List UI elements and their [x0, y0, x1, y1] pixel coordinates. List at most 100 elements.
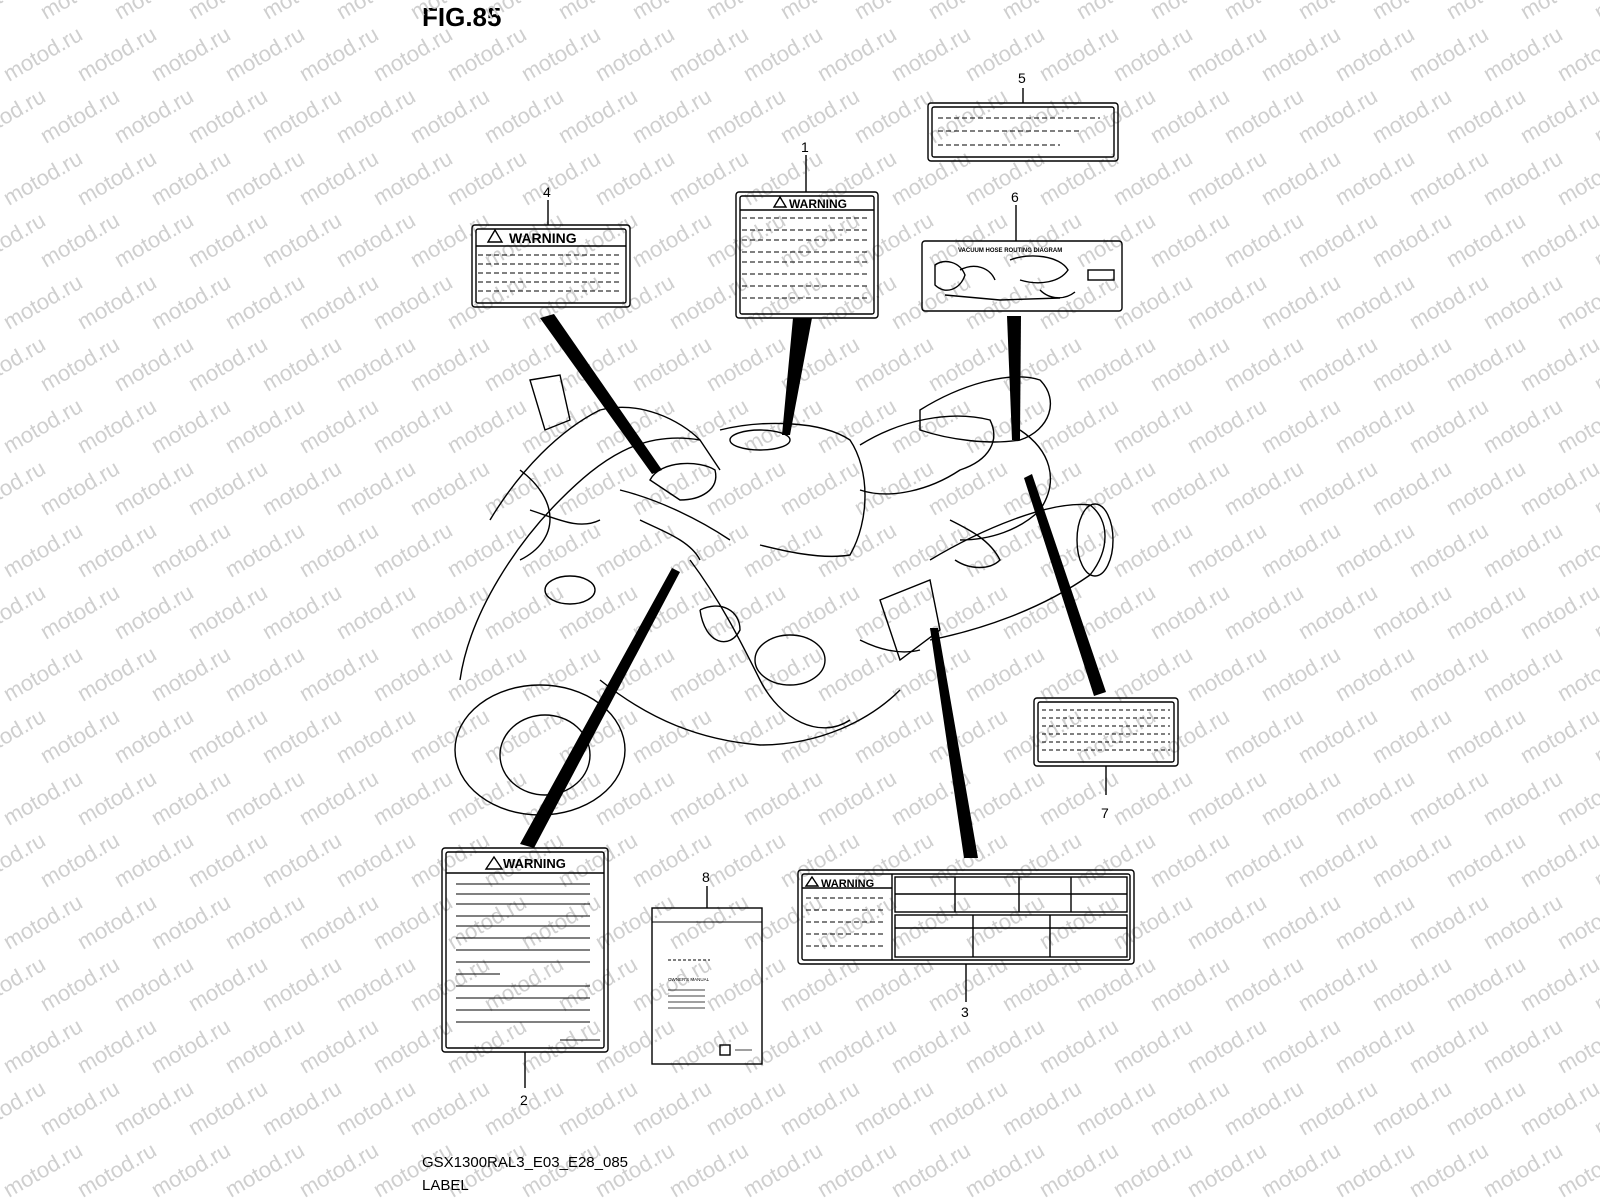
label-2-warning [441, 847, 609, 1088]
watermark-text: motod.ru [1294, 1075, 1382, 1140]
watermark-text: motod.ru [147, 393, 235, 458]
pointer-3 [930, 628, 978, 858]
watermark-text: motod.ru [887, 21, 975, 86]
watermark-text: motod.ru [406, 455, 494, 520]
watermark-text: motod.ru [443, 145, 531, 210]
watermark-text: motod.ru [1516, 827, 1600, 892]
watermark-text: motod.ru [1590, 0, 1600, 24]
watermark-text: motod.ru [887, 269, 975, 334]
watermark-text: motod.ru [850, 83, 938, 148]
watermark-text: motod.ru [591, 765, 679, 830]
watermark-text: motod.ru [73, 1137, 161, 1200]
watermark-text: motod.ru [1405, 765, 1493, 830]
watermark-text: motod.ru [406, 207, 494, 272]
watermark-text: motod.ru [1146, 331, 1234, 396]
watermark-text: motod.ru [258, 951, 346, 1016]
watermark-text: motod.ru [295, 145, 383, 210]
watermark-text: motod.ru [36, 951, 124, 1016]
watermark-text: motod.ru [1109, 1137, 1197, 1200]
watermark-text: motod.ru [1405, 517, 1493, 582]
watermark-text: motod.ru [1479, 641, 1567, 706]
watermark-text: motod.ru [1109, 145, 1197, 210]
watermark-text: motod.ru [813, 1137, 901, 1200]
watermark-text: motod.ru [813, 641, 901, 706]
watermark-text: motod.ru [1442, 83, 1530, 148]
watermark-text: motod.ru [184, 1075, 272, 1140]
watermark-text: motod.ru [221, 889, 309, 954]
watermark-text: motod.ru [1035, 641, 1123, 706]
watermark-text: motod.ru [295, 393, 383, 458]
watermark-text: motod.ru [332, 827, 420, 892]
watermark-text: motod.ru [1294, 827, 1382, 892]
label-3-warning-table [797, 869, 1135, 1002]
watermark-text: motod.ru [369, 269, 457, 334]
watermark-text: motod.ru [1183, 889, 1271, 954]
watermark-text: motod.ru [1257, 269, 1345, 334]
watermark-text: motod.ru [1146, 827, 1234, 892]
watermark-text: motod.ru [554, 951, 642, 1016]
watermark-text: motod.ru [1146, 207, 1234, 272]
watermark-text: motod.ru [1294, 703, 1382, 768]
pointer-6 [1007, 316, 1021, 440]
label-1-warning-text: WARNING [789, 197, 847, 211]
watermark-text: motod.ru [1405, 889, 1493, 954]
watermark-text: motod.ru [554, 579, 642, 644]
watermark-text: motod.ru [1220, 331, 1308, 396]
watermark-text: motod.ru [0, 889, 87, 954]
watermark-text: motod.ru [1109, 21, 1197, 86]
watermark-text: motod.ru [258, 83, 346, 148]
watermark-text: motod.ru [1294, 331, 1382, 396]
watermark-text: motod.ru [591, 269, 679, 334]
watermark-text: motod.ru [1294, 83, 1382, 148]
watermark-text: motod.ru [628, 207, 716, 272]
watermark-text: motod.ru [1479, 1137, 1567, 1200]
watermark-text: motod.ru [1035, 1013, 1123, 1078]
watermark-text: motod.ru [665, 641, 753, 706]
watermark-text: motod.ru [369, 1013, 457, 1078]
watermark-text: motod.ru [887, 889, 975, 954]
watermark-text: motod.ru [961, 517, 1049, 582]
watermark-text: motod.ru [1405, 1137, 1493, 1200]
watermark-text: motod.ru [1442, 579, 1530, 644]
watermark-text: motod.ru [1109, 393, 1197, 458]
watermark-text: motod.ru [110, 827, 198, 892]
watermark-text: motod.ru [702, 83, 790, 148]
watermark-text: motod.ru [1331, 269, 1419, 334]
watermark-text: motod.ru [332, 331, 420, 396]
watermark-text: motod.ru [628, 951, 716, 1016]
watermark-text: motod.ru [36, 455, 124, 520]
watermark-text: motod.ru [1553, 765, 1600, 830]
watermark-text: motod.ru [1516, 455, 1600, 520]
watermark-text: motod.ru [702, 951, 790, 1016]
watermark-text: motod.ru [406, 331, 494, 396]
watermark-text: motod.ru [36, 331, 124, 396]
watermark-text: motod.ru [258, 331, 346, 396]
watermark-text: motod.ru [406, 83, 494, 148]
watermark-text: motod.ru [1368, 83, 1456, 148]
watermark-text: motod.ru [1257, 145, 1345, 210]
watermark-text: motod.ru [110, 579, 198, 644]
watermark-text: motod.ru [998, 951, 1086, 1016]
watermark-text: motod.ru [1072, 207, 1160, 272]
label-7 [1033, 697, 1179, 795]
watermark-text: motod.ru [961, 21, 1049, 86]
watermark-text: motod.ru [1479, 269, 1567, 334]
watermark-text: motod.ru [480, 455, 568, 520]
watermark-text: motod.ru [924, 703, 1012, 768]
watermark-text: motod.ru [1146, 579, 1234, 644]
watermark-text: motod.ru [1183, 393, 1271, 458]
watermark-text: motod.ru [1257, 393, 1345, 458]
watermark-text: motod.ru [850, 951, 938, 1016]
figure-title: FIG.85 [422, 2, 502, 32]
watermark-text: motod.ru [406, 703, 494, 768]
watermark-text: motod.ru [628, 1075, 716, 1140]
watermark-text: motod.ru [1183, 765, 1271, 830]
watermark-text: motod.ru [1035, 889, 1123, 954]
watermark-text: motod.ru [1183, 1137, 1271, 1200]
watermark-text: motod.ru [258, 455, 346, 520]
watermark-text: motod.ru [739, 1013, 827, 1078]
watermark-text: motod.ru [443, 641, 531, 706]
watermark-text: motod.ru [591, 145, 679, 210]
watermark-text: motod.ru [147, 1137, 235, 1200]
watermark-text: motod.ru [1072, 703, 1160, 768]
